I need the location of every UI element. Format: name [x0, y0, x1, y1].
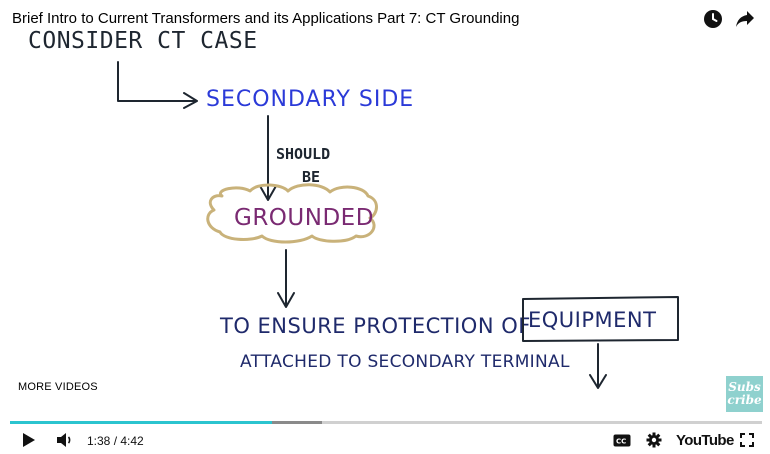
watch-later-icon[interactable]: [702, 8, 724, 30]
arrow-down-3: [589, 343, 607, 389]
subscribe-label-1: Subs: [728, 380, 761, 394]
arrow-to-secondary: [117, 61, 198, 109]
captions-icon: CC: [613, 434, 631, 446]
should-text: SHOULD: [276, 145, 330, 163]
equipment-text: EQUIPMENT: [528, 308, 656, 332]
fullscreen-icon: [740, 433, 754, 447]
settings-button[interactable]: [643, 429, 665, 451]
fullscreen-button[interactable]: [737, 429, 757, 451]
settings-icon: [646, 432, 662, 448]
more-videos-link[interactable]: MORE VIDEOS: [18, 381, 98, 393]
arrow-down-2: [277, 249, 295, 308]
subscribe-button[interactable]: Subs cribe: [726, 376, 763, 412]
whiteboard-drawing: CONSIDER CT CASE SECONDARY SIDE SHOULD B…: [28, 28, 679, 389]
attached-text: ATTACHED TO SECONDARY TERMINAL: [240, 352, 570, 372]
top-actions: [702, 8, 756, 30]
play-button[interactable]: [18, 429, 40, 451]
be-text: BE: [302, 168, 320, 186]
equipment-box: [522, 296, 679, 342]
play-icon: [23, 433, 35, 447]
captions-button[interactable]: CC: [611, 429, 633, 451]
video-title[interactable]: Brief Intro to Current Transformers and …: [12, 10, 520, 27]
progress-bar[interactable]: [10, 421, 762, 424]
arrow-down-1: [259, 115, 277, 201]
progress-played: [10, 421, 272, 424]
video-frame[interactable]: CONSIDER CT CASE SECONDARY SIDE SHOULD B…: [0, 0, 770, 420]
secondary-side-text: SECONDARY SIDE: [206, 87, 414, 112]
share-icon[interactable]: [734, 8, 756, 30]
player-controls: 1:38 / 4:42 CC YouTube: [0, 425, 770, 454]
volume-button[interactable]: [54, 429, 76, 451]
heading-text: CONSIDER CT CASE: [28, 28, 258, 54]
youtube-logo[interactable]: YouTube: [676, 432, 734, 449]
subscribe-label-2: cribe: [727, 393, 762, 407]
cloud-outline: [206, 183, 378, 244]
volume-icon: [57, 433, 71, 447]
time-display: 1:38 / 4:42: [87, 434, 144, 448]
svg-text:CC: CC: [616, 437, 626, 445]
grounded-text: GROUNDED: [234, 205, 374, 231]
ensure-text: TO ENSURE PROTECTION OF: [219, 314, 531, 338]
